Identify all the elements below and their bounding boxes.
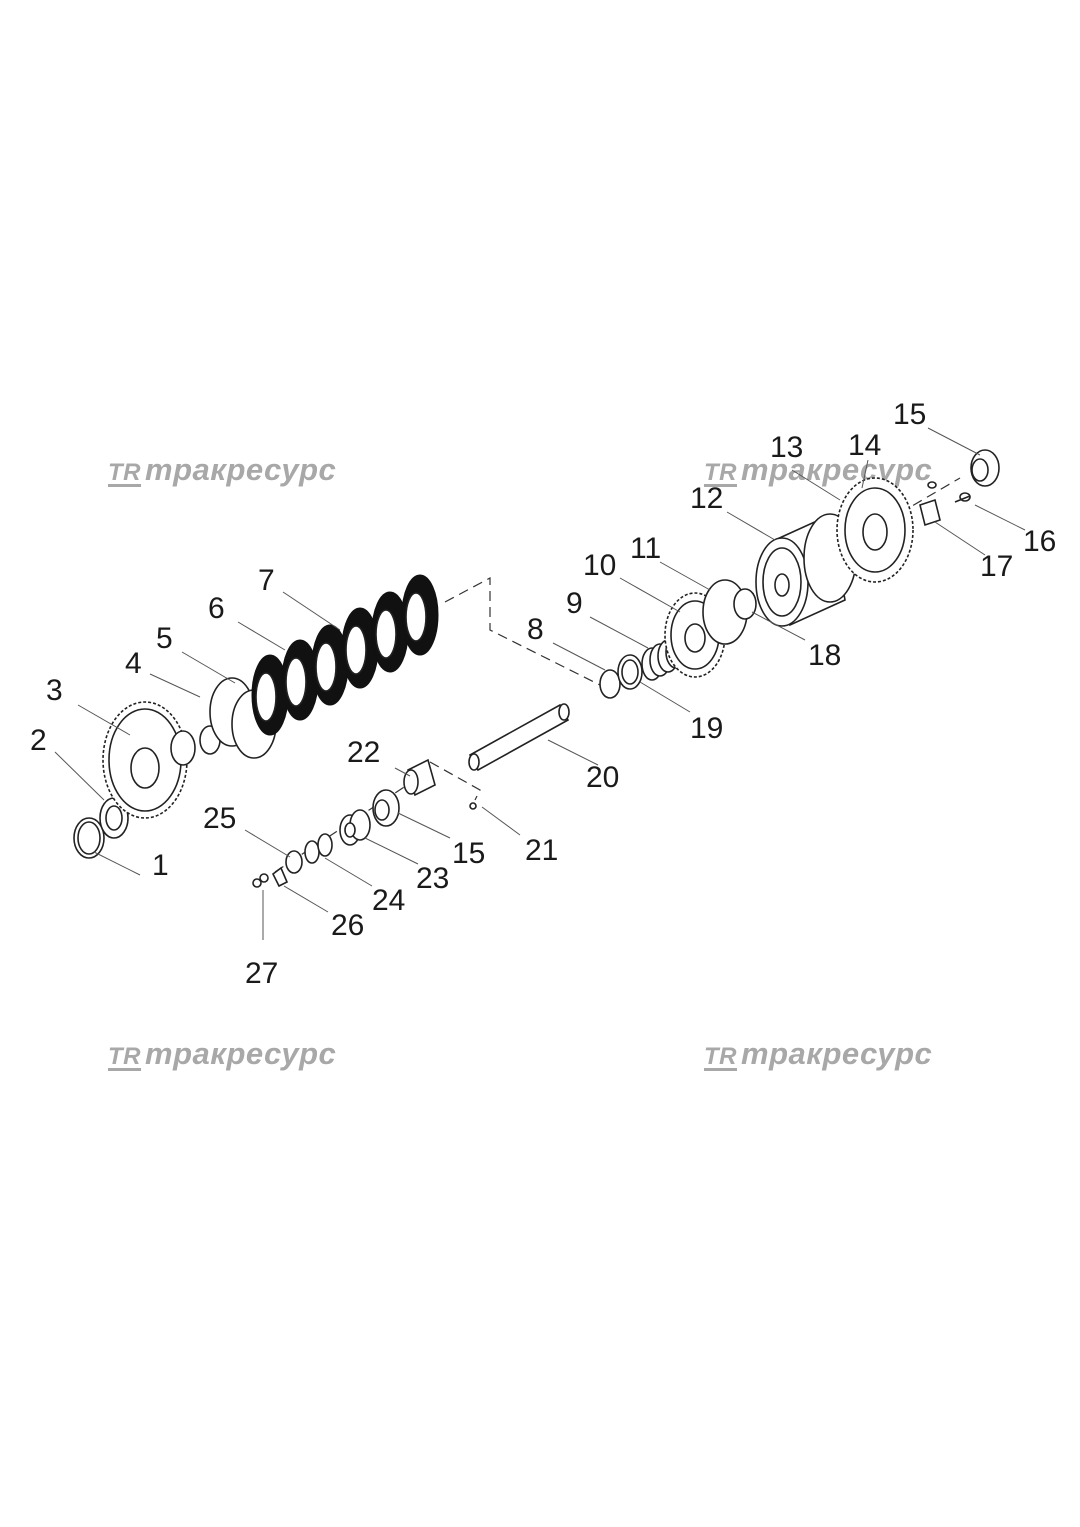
callout-6: 6 — [208, 592, 225, 625]
callout-26: 26 — [331, 909, 364, 942]
callout-9: 9 — [566, 587, 583, 620]
callout-8: 8 — [527, 613, 544, 646]
callout-10: 10 — [583, 549, 616, 582]
callout-20: 20 — [586, 761, 619, 794]
callout-19: 19 — [690, 712, 723, 745]
callout-5: 5 — [156, 622, 173, 655]
watermark-brand: тракресурс — [741, 1036, 933, 1071]
watermark-brand: тракресурс — [145, 1036, 337, 1071]
callout-1: 1 — [152, 849, 169, 882]
callout-18: 18 — [808, 639, 841, 672]
callout-12: 12 — [690, 482, 723, 515]
callout-14: 14 — [848, 429, 881, 462]
leader-lines — [54, 427, 1026, 940]
part-26-lock-plate — [271, 866, 289, 888]
callout-15-top: 15 — [893, 398, 926, 431]
callout-23: 23 — [416, 862, 449, 895]
part-16-17-bolt-lock — [919, 481, 971, 527]
part-25-cover — [285, 850, 303, 874]
part-18-seal-ring — [733, 588, 757, 620]
callout-3: 3 — [46, 674, 63, 707]
callout-21: 21 — [525, 834, 558, 867]
part-1-snap-ring — [73, 817, 105, 859]
callout-17: 17 — [980, 550, 1013, 583]
part-3-gear — [102, 701, 196, 819]
callout-25: 25 — [203, 802, 236, 835]
part-21-plug — [469, 802, 477, 810]
watermark-logo: TR — [704, 1043, 737, 1071]
callout-16: 16 — [1023, 525, 1056, 558]
callout-11: 11 — [630, 532, 661, 565]
callout-2: 2 — [30, 724, 47, 757]
callout-4: 4 — [125, 647, 142, 680]
part-15-bearing-top — [970, 449, 1000, 487]
watermark-brand: тракресурс — [741, 452, 933, 487]
part-15-bearing-lower — [372, 789, 400, 827]
part-20-shaft — [468, 703, 570, 772]
part-23-bearing-set — [339, 809, 371, 846]
callout-7: 7 — [258, 564, 275, 597]
callout-22: 22 — [347, 736, 380, 769]
part-22-bushing — [403, 758, 436, 797]
callout-27: 27 — [245, 957, 278, 990]
callout-13: 13 — [770, 431, 803, 464]
watermark-logo: TR — [704, 459, 737, 487]
watermark-brand: тракресурс — [145, 452, 337, 487]
callout-15-lower: 15 — [452, 837, 485, 870]
watermark-logo: TR — [108, 459, 141, 487]
watermark-logo: TR — [108, 1043, 141, 1071]
part-8-snap-ring — [599, 669, 621, 699]
part-6-7-clutch-disc-pack — [251, 574, 439, 736]
part-24-o-rings — [304, 833, 333, 864]
part-19-washer — [617, 654, 643, 690]
callout-labels: 1 2 3 4 5 6 7 8 9 10 11 12 13 14 15 16 1… — [30, 398, 1056, 990]
part-14-gear-hub — [836, 477, 914, 583]
callout-24: 24 — [372, 884, 405, 917]
part-27-bolts — [252, 873, 269, 888]
